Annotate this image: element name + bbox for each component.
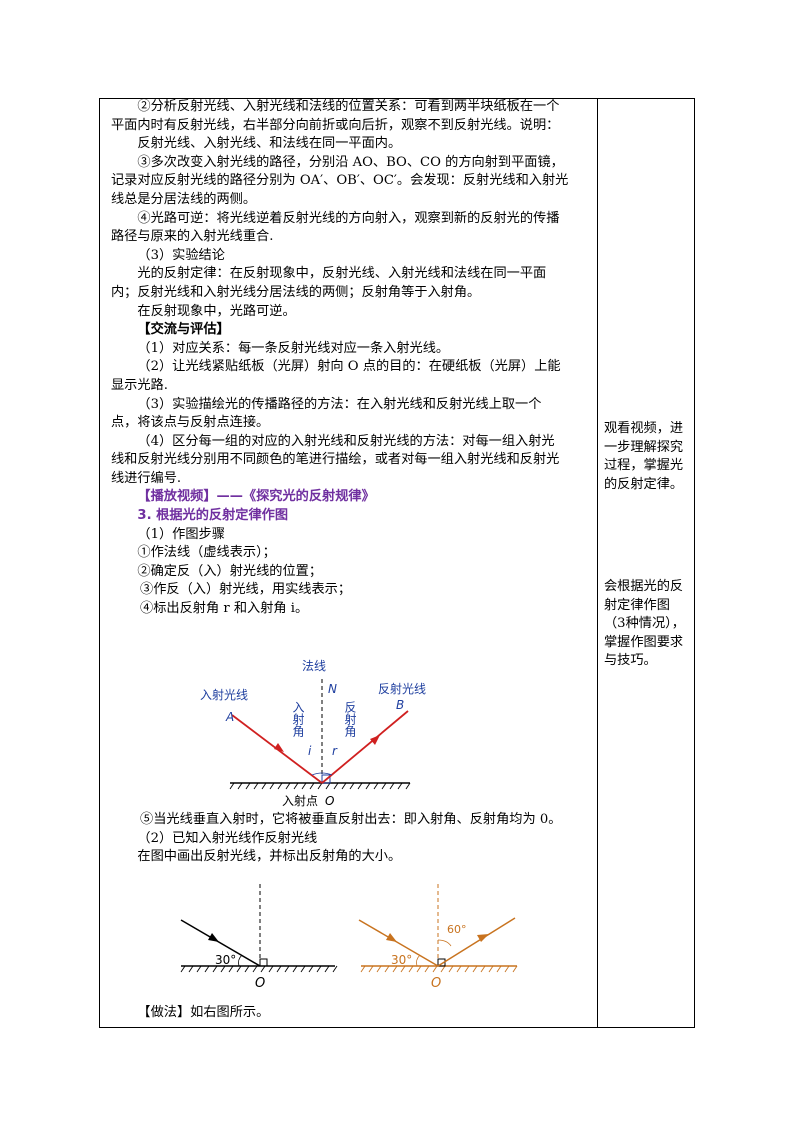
right-angle-mark [321, 774, 331, 784]
text-line: 平面内时有反射光线，右半部分向前折或向后折，观察不到反射光线。说明： [111, 117, 560, 133]
point-n-label: N [328, 682, 337, 696]
reflection-angle-arc [437, 939, 452, 947]
note-text: 观看视频，进一步理解探究过程，掌握光的反射定律。 [604, 421, 684, 492]
text-line: ②确定反（入）射光线的位置； [137, 563, 323, 579]
reflected-arrow [370, 735, 380, 745]
reflected-arrow [477, 934, 489, 942]
text-line: （1）作图步骤 [137, 526, 225, 542]
reflected-ray [321, 710, 409, 784]
table-column-divider [597, 98, 598, 1028]
reflected-ray-label: 反射光线 [378, 681, 426, 696]
text-line: 【做法】如右图所示。 [137, 1005, 270, 1020]
text-line: 点，将该点与反射点连接。 [111, 415, 270, 431]
mirror-hatching [229, 782, 411, 790]
text-line: 反射光线、入射光线、和法线在同一平面内。 [137, 136, 402, 152]
main-column-footer: 【做法】如右图所示。 [111, 1004, 591, 1023]
text-line: 记录对应反射光线的路径分别为 OA′、OB′、OC′。会发现：反射光线和入射光 [111, 173, 569, 189]
text-line: ③多次改变入射光线的路径，分别沿 AO、BO、CO 的方向射到平面镜， [137, 154, 564, 170]
incident-angle-label: 入射角 [291, 701, 305, 738]
incident-ray [180, 919, 261, 967]
text-line: 线总是分居法线的两侧。 [111, 191, 257, 207]
lesson-table [99, 98, 695, 1028]
main-column-lower: ⑤当光线垂直入射时，它将被垂直反射出去：即入射角、反射角均为 0。 （2）已知入… [111, 811, 591, 867]
text-line: ①作法线（虚线表示）； [137, 545, 276, 561]
incident-point-label: 入射点 [282, 793, 318, 808]
angle-r-label: r [332, 744, 338, 758]
text-line: 在反射现象中，光路可逆。 [137, 303, 296, 319]
reflection-law-diagram: 法线 入射光线 反射光线 A B N 入射角 反射角 i r 入射点 O [200, 659, 426, 808]
solution-diagram: 30° 60° O [358, 884, 518, 990]
point-o-label: O [255, 976, 265, 990]
teaching-note-video: 观看视频，进一步理解探究过程，掌握光的反射定律。 [604, 420, 690, 494]
video-heading: 【播放视频】——《探究光的反射规律》 [137, 489, 375, 505]
incident-ray [358, 919, 439, 967]
angle-arc [238, 954, 243, 967]
text-line: ⑤当光线垂直入射时，它将被垂直反射出去：即入射角、反射角均为 0。 [140, 812, 562, 827]
text-line: 显示光路. [111, 377, 168, 393]
text-line: （2）已知入射光线作反射光线 [137, 830, 318, 846]
angle-i-label: i [308, 744, 312, 758]
section-heading: （3）实验结论 [137, 247, 225, 263]
text-line: 线进行编号. [111, 470, 182, 486]
problem-diagram: 30° O [180, 884, 338, 990]
point-o-label: O [431, 976, 441, 990]
angle-label: 30° [391, 953, 412, 967]
section-heading: 3. 根据光的反射定律作图 [137, 508, 289, 524]
text-line: 路径与原来的入射光线重合. [111, 229, 274, 245]
incident-arrow [274, 743, 284, 752]
text-line: 在图中画出反射光线，并标出反射角的大小。 [137, 849, 402, 865]
text-line: 光的反射定律：在反射现象中，反射光线、入射光线和法线在同一平面 [137, 266, 547, 282]
angle-arc [311, 772, 333, 776]
text-line: ④标出反射角 r 和入射角 i。 [140, 601, 309, 617]
incident-arrow [208, 933, 219, 942]
reflected-ray [437, 917, 516, 967]
text-line: （2）让光线紧贴纸板（光屏）射向 O 点的目的：在硬纸板（光屏）上能 [137, 359, 561, 375]
note-text: 会根据光的反射定律作图（3种情况），掌握作图要求与技巧。 [604, 579, 685, 669]
text-line: ③作反（入）射光线，用实线表示； [140, 582, 352, 598]
reflected-angle-label: 反射角 [343, 701, 357, 738]
text-line: （3）实验描绘光的传播路径的方法：在入射光线和反射光线上取一个 [137, 396, 542, 412]
right-angle-mark [259, 958, 268, 967]
text-line: 内；反射光线和入射光线分居法线的两侧；反射角等于入射角。 [111, 284, 481, 300]
point-a-label: A [225, 710, 234, 724]
angle-label: 30° [215, 953, 236, 967]
point-o-label: O [325, 794, 334, 808]
incident-arrow [386, 933, 397, 942]
mirror-hatching [180, 965, 338, 973]
text-line: ②分析反射光线、入射光线和法线的位置关系：可看到两半块纸板在一个 [137, 99, 560, 114]
main-column: ②分析反射光线、入射光线和法线的位置关系：可看到两半块纸板在一个 平面内时有反射… [111, 98, 591, 619]
mirror-hatching [360, 965, 518, 973]
text-line: 线和反射光线分别用不同颜色的笔进行描绘，或者对每一组入射光线和反射光 [111, 452, 560, 468]
normal-label: 法线 [302, 659, 326, 673]
incidence-angle-arc [416, 954, 421, 967]
text-line: （4）区分每一组的对应的入射光线和反射光线的方法：对每一组入射光 [137, 433, 555, 449]
section-heading: 【交流与评估】 [137, 322, 230, 338]
text-line: （1）对应关系：每一条反射光线对应一条入射光线。 [137, 340, 450, 356]
point-b-label: B [396, 698, 404, 712]
incident-ray-label: 入射光线 [200, 687, 248, 702]
text-line: ④光路可逆：将光线逆着反射光线的方向射入，观察到新的反射光的传播 [137, 210, 560, 226]
reflection-angle-label: 60° [447, 923, 467, 936]
teaching-note-drawing: 会根据光的反射定律作图（3种情况），掌握作图要求与技巧。 [604, 578, 690, 671]
